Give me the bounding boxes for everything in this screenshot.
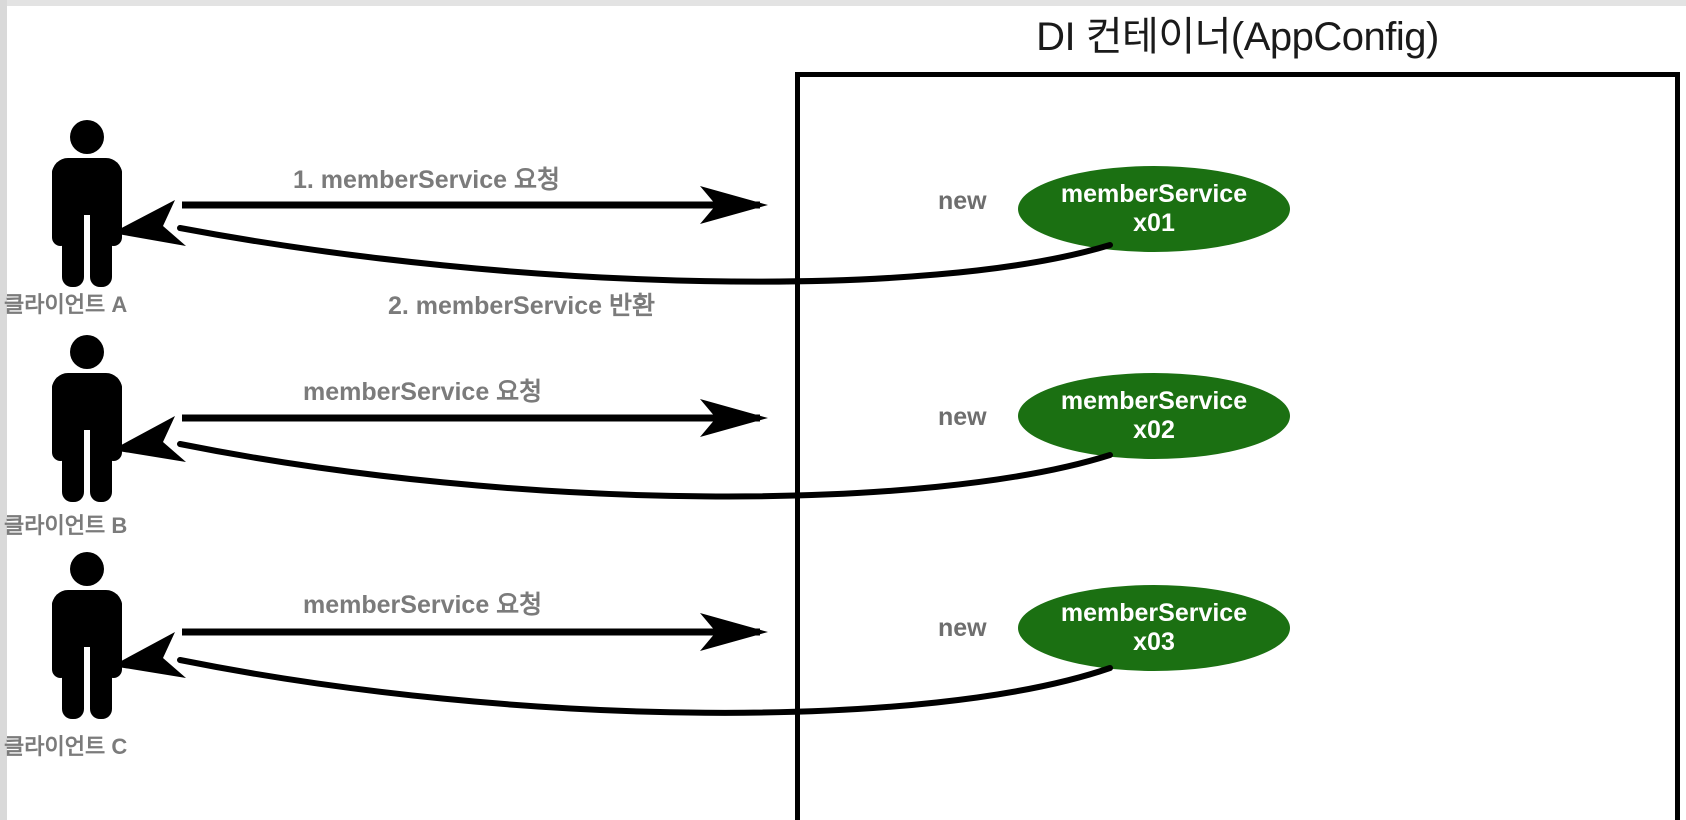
bean-memberservice-x03: memberService x03 <box>1018 585 1290 671</box>
person-leg-left-icon <box>62 644 84 719</box>
client-label-a: 클라이언트 A <box>4 292 128 317</box>
bean-label-line1: memberService <box>1060 179 1248 208</box>
bean-label-line2: x02 <box>1133 416 1175 444</box>
client-figure-b <box>42 335 132 502</box>
bean-label-line2: x01 <box>1133 209 1175 237</box>
person-leg-left-icon <box>62 212 84 287</box>
new-label-c: new <box>938 614 987 642</box>
person-leg-left-icon <box>62 427 84 502</box>
person-head-icon <box>70 335 104 369</box>
person-leg-gap <box>84 215 90 287</box>
bean-memberservice-x02: memberService x02 <box>1018 373 1290 459</box>
new-label-b: new <box>938 403 987 431</box>
client-figure-a <box>42 120 132 287</box>
new-label-a: new <box>938 187 987 215</box>
request-label-c: memberService 요청 <box>303 591 543 619</box>
bean-label-line1: memberService <box>1060 598 1248 627</box>
person-leg-right-icon <box>90 644 112 719</box>
client-label-c: 클라이언트 C <box>4 734 128 759</box>
person-head-icon <box>70 552 104 586</box>
request-label-b: memberService 요청 <box>303 378 543 406</box>
person-leg-gap <box>84 430 90 502</box>
page-left-edge <box>0 0 7 820</box>
person-leg-right-icon <box>90 427 112 502</box>
person-leg-gap <box>84 647 90 719</box>
bean-label-line2: x03 <box>1133 628 1175 656</box>
bean-memberservice-x01: memberService x01 <box>1018 166 1290 252</box>
client-figure-c <box>42 552 132 719</box>
return-label-a: 2. memberService 반환 <box>388 292 655 320</box>
person-leg-right-icon <box>90 212 112 287</box>
request-label-a: 1. memberService 요청 <box>293 166 560 194</box>
client-label-b: 클라이언트 B <box>4 513 128 538</box>
page-top-edge <box>0 0 1686 6</box>
person-head-icon <box>70 120 104 154</box>
page-title: DI 컨테이너(AppConfig) <box>1036 15 1439 59</box>
bean-label-line1: memberService <box>1060 386 1248 415</box>
